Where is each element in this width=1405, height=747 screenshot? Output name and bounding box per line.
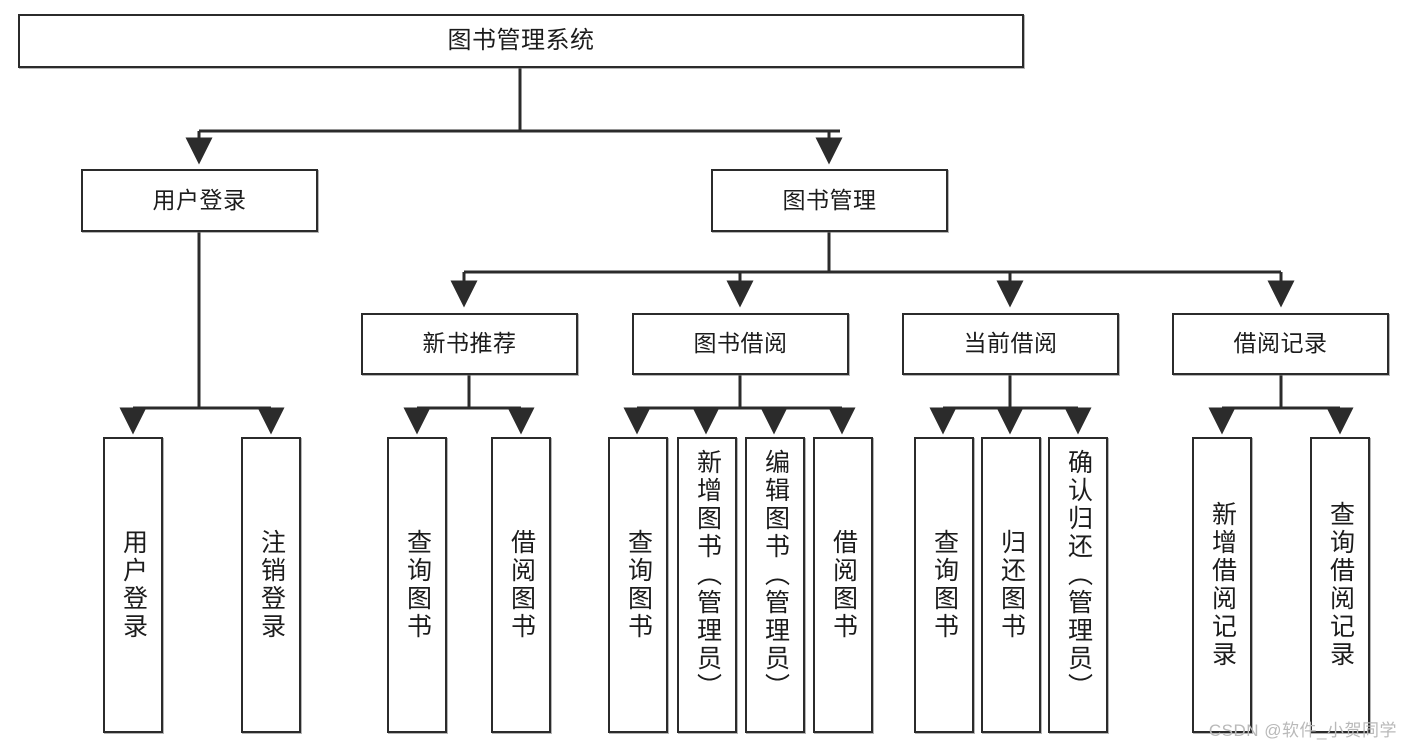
node-book-borrow[interactable]: 图书借阅 [632,313,849,375]
node-current-borrow-label: 当前借阅 [963,330,1058,357]
node-leaf-confirm-return[interactable]: 确认归还（管理员） [1048,437,1108,733]
watermark-text: CSDN @软件_小贺同学 [1208,721,1397,740]
node-leaf-return-book-label: 归还图书 [997,529,1026,641]
node-leaf-query-book-1-label: 查询图书 [403,529,432,641]
node-leaf-query-record-label: 查询借阅记录 [1326,501,1355,669]
node-leaf-query-record[interactable]: 查询借阅记录 [1310,437,1370,733]
node-new-book-recommend-label: 新书推荐 [422,330,517,357]
node-leaf-query-book-3[interactable]: 查询图书 [914,437,974,733]
node-book-manage[interactable]: 图书管理 [711,169,948,232]
node-leaf-query-book-2-label: 查询图书 [624,529,653,641]
node-leaf-borrow-book-2[interactable]: 借阅图书 [813,437,873,733]
node-leaf-borrow-book-1-label: 借阅图书 [507,529,536,641]
node-new-book-recommend[interactable]: 新书推荐 [361,313,578,375]
node-leaf-edit-book[interactable]: 编辑图书（管理员） [745,437,805,733]
node-leaf-query-book-3-label: 查询图书 [930,529,959,641]
node-user-login-label: 用户登录 [152,186,247,213]
node-leaf-logout[interactable]: 注销登录 [241,437,301,733]
node-leaf-query-book-2[interactable]: 查询图书 [608,437,668,733]
node-borrow-record-label: 借阅记录 [1233,330,1328,357]
node-book-borrow-label: 图书借阅 [693,330,788,357]
node-root-label: 图书管理系统 [447,26,595,54]
node-leaf-return-book[interactable]: 归还图书 [981,437,1041,733]
node-borrow-record[interactable]: 借阅记录 [1172,313,1389,375]
node-leaf-add-record[interactable]: 新增借阅记录 [1192,437,1252,733]
node-leaf-borrow-book-2-label: 借阅图书 [829,529,858,641]
node-leaf-add-record-label: 新增借阅记录 [1208,501,1237,669]
node-root[interactable]: 图书管理系统 [18,14,1024,68]
node-leaf-user-login-label: 用户登录 [119,529,148,641]
node-book-manage-label: 图书管理 [782,186,877,213]
node-leaf-borrow-book-1[interactable]: 借阅图书 [491,437,551,733]
node-current-borrow[interactable]: 当前借阅 [902,313,1119,375]
node-leaf-logout-label: 注销登录 [257,529,286,641]
node-leaf-confirm-return-label: 确认归还（管理员） [1064,449,1093,701]
node-leaf-add-book[interactable]: 新增图书（管理员） [677,437,737,733]
node-leaf-add-book-label: 新增图书（管理员） [693,449,722,701]
node-user-login[interactable]: 用户登录 [81,169,318,232]
node-leaf-query-book-1[interactable]: 查询图书 [387,437,447,733]
node-leaf-user-login[interactable]: 用户登录 [103,437,163,733]
node-leaf-edit-book-label: 编辑图书（管理员） [761,449,790,701]
